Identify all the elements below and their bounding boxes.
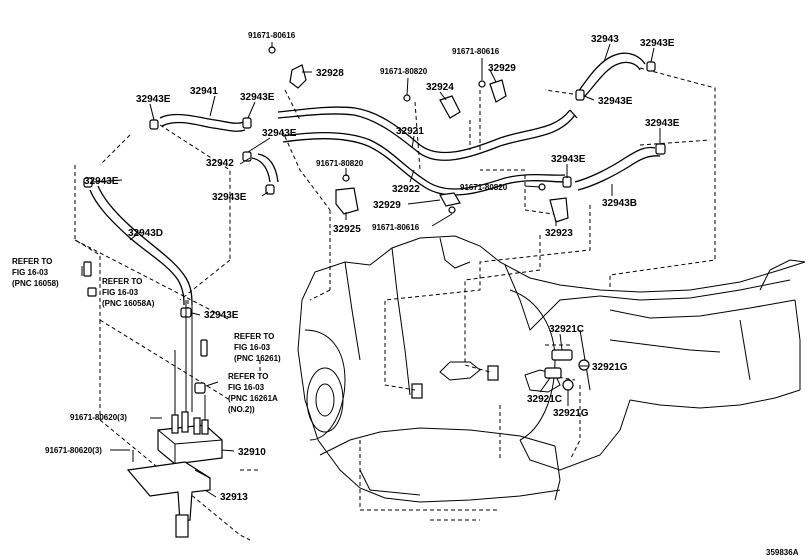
label-32943e-b: 32943E xyxy=(240,92,275,103)
label-32913: 32913 xyxy=(220,492,248,503)
label-32943e-f: 32943E xyxy=(551,154,586,165)
label-32923: 32923 xyxy=(545,228,573,239)
label-91671-80820-a: 91671-80820 xyxy=(380,67,428,76)
leader-dashes xyxy=(74,67,716,541)
label-32929-a: 32929 xyxy=(488,63,516,74)
ref3-line2: FIG 16-03 xyxy=(234,343,271,352)
hoses xyxy=(89,52,661,306)
label-91671-80620-b: 91671-80620(3) xyxy=(45,446,102,455)
label-32921g-a: 32921G xyxy=(592,362,628,373)
label-32922: 32922 xyxy=(392,184,420,195)
clamps xyxy=(83,46,666,394)
label-32910: 32910 xyxy=(238,447,266,458)
label-32943e-h: 32943E xyxy=(212,192,247,203)
label-91671-80820-b: 91671-80820 xyxy=(316,159,364,168)
ref4-line2: FIG 16-03 xyxy=(228,383,265,392)
label-32921c-b: 32921C xyxy=(527,394,562,405)
label-91671-80616-c: 91671-80616 xyxy=(372,223,420,232)
label-32921c-a: 32921C xyxy=(549,324,584,335)
ref4-line1: REFER TO xyxy=(228,372,268,381)
label-32943e-e: 32943E xyxy=(645,118,680,129)
right-fittings xyxy=(544,349,590,391)
label-32943d: 32943D xyxy=(128,228,163,239)
ref1-line1: REFER TO xyxy=(12,257,52,266)
label-32943: 32943 xyxy=(591,34,619,45)
ref4-line4: (NO.2)) xyxy=(228,405,255,414)
label-32941: 32941 xyxy=(190,86,218,97)
label-91671-80620-a: 91671-80620(3) xyxy=(70,413,127,422)
label-32943e-top: 32943E xyxy=(640,38,675,49)
label-32943e-a: 32943E xyxy=(136,94,171,105)
label-32942: 32942 xyxy=(206,158,234,169)
ref2-line3: (PNC 16058A) xyxy=(102,299,155,308)
label-91671-80820-c: 91671-80820 xyxy=(460,183,508,192)
diagram-id: 359836A xyxy=(766,548,799,557)
ref3-line1: REFER TO xyxy=(234,332,274,341)
label-32943e-j: 32943E xyxy=(204,310,239,321)
ref2-line1: REFER TO xyxy=(102,277,142,286)
ref3-line3: (PNC 16261) xyxy=(234,354,281,363)
label-32928: 32928 xyxy=(316,68,344,79)
ref4-line3: (PNC 16261A xyxy=(228,394,278,403)
label-32924: 32924 xyxy=(426,82,454,93)
label-32943e-c: 32943E xyxy=(598,96,633,107)
label-32929-b: 32929 xyxy=(373,200,401,211)
ref1-line3: (PNC 16058) xyxy=(12,279,59,288)
reference-notes: REFER TO FIG 16-03 (PNC 16058) REFER TO … xyxy=(12,257,281,414)
label-91671-80616-b: 91671-80616 xyxy=(452,47,500,56)
label-32943e-g: 32943E xyxy=(84,176,119,187)
label-32921: 32921 xyxy=(396,126,424,137)
label-32925: 32925 xyxy=(333,224,361,235)
label-32921g-b: 32921G xyxy=(553,408,589,419)
callout-lines xyxy=(81,42,661,498)
label-91671-80616-a: 91671-80616 xyxy=(248,31,296,40)
label-32943e-d: 32943E xyxy=(262,128,297,139)
label-32943b: 32943B xyxy=(602,198,637,209)
ref1-line2: FIG 16-03 xyxy=(12,268,49,277)
part-labels: 91671-80616 32928 91671-80820 91671-8061… xyxy=(45,31,680,503)
oil-cooler xyxy=(126,300,223,538)
ref2-line2: FIG 16-03 xyxy=(102,288,139,297)
